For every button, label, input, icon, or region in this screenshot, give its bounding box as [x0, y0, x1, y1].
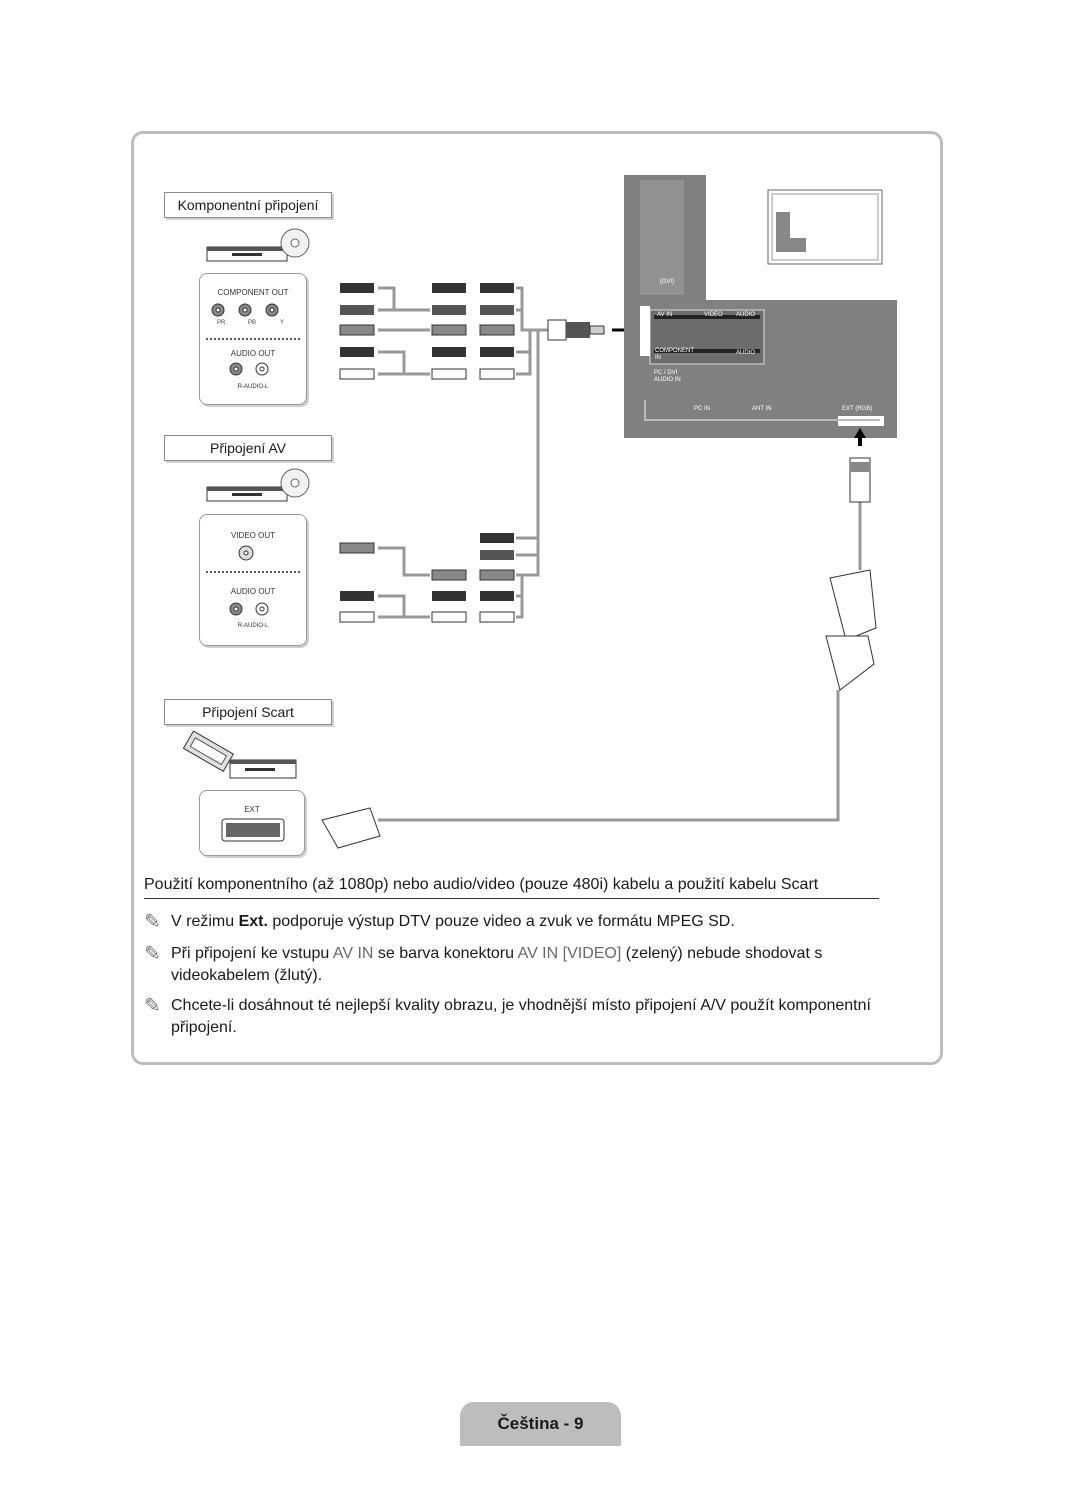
note-pencil-icon: ✎: [144, 995, 161, 1017]
audio-out-label: AUDIO OUT: [230, 349, 276, 358]
divider: [206, 338, 300, 340]
tv-hdmi-dvi-label: (DVI): [660, 279, 674, 285]
note-2: ✎ Při připojení ke vstupu AV IN se barva…: [144, 943, 823, 984]
y-label: Y: [280, 320, 285, 326]
content-panel: [131, 131, 943, 1065]
r-audio-l-label: R-AUDIO-L: [237, 384, 269, 390]
pb-label: PB: [248, 320, 257, 326]
tv-av-in-label: AV IN: [657, 312, 673, 318]
tv-pc-dvi-audio-in-label: PC / DVI AUDIO IN: [654, 370, 681, 383]
audio-out-label: AUDIO OUT: [230, 587, 276, 596]
page-number-label: Čeština - 9: [497, 1414, 584, 1433]
av-in-video-term: AV IN [VIDEO]: [517, 945, 622, 962]
scart-port-icon: [221, 818, 285, 842]
vcr-scart-icon: [182, 730, 297, 779]
ext-rgb-cable: [321, 428, 877, 849]
tv-ext-rgb-label: EXT (RGB): [842, 406, 873, 412]
cables: [378, 286, 862, 822]
component-out-panel: COMPONENT OUT PR PB Y AUDIO OUT R-AUDIO-…: [199, 273, 307, 405]
tv-audio-label: AUDIO: [736, 312, 756, 318]
tv-component-in-label: COMPONENT IN: [655, 348, 694, 361]
av-connection-text: Připojení AV: [209, 440, 286, 456]
tv-audio-label-2: AUDIO: [736, 350, 756, 356]
tv-wall-mount-icon: [767, 189, 883, 265]
tv-rear-panel: [624, 175, 897, 438]
component-connection-text: Komponentní připojení: [177, 197, 319, 213]
note-pencil-icon: ✎: [144, 943, 161, 965]
tv-video-label: VIDEO: [704, 312, 723, 318]
rca-jacks: [211, 303, 279, 616]
video-out-label: VIDEO OUT: [230, 531, 275, 540]
dvd-player-icon: [206, 468, 310, 502]
section-heading: Použití komponentního (až 1080p) nebo au…: [144, 876, 879, 899]
ext-label: EXT: [244, 805, 260, 814]
tv-ant-in-label: ANT IN: [752, 406, 772, 412]
note-3: ✎ Chcete-li dosáhnout té nejlepší kvalit…: [144, 995, 871, 1036]
ext-mode-term: Ext.: [238, 913, 268, 930]
av-in-term: AV IN: [332, 945, 374, 962]
pr-label: PR: [217, 320, 226, 326]
av-out-panel: VIDEO OUT AUDIO OUT R-AUDIO-L: [199, 514, 307, 646]
r-audio-l-label: R-AUDIO-L: [237, 623, 269, 629]
divider: [206, 571, 300, 573]
av-adapter-icon: [547, 319, 636, 341]
component-out-label: COMPONENT OUT: [217, 288, 289, 297]
tv-pc-in-label: PC IN: [694, 406, 711, 412]
component-connection-label: Komponentní připojení: [164, 192, 332, 218]
note-1: ✎ V režimu Ext. podporuje výstup DTV pou…: [144, 911, 735, 933]
page-footer-tab: Čeština - 9: [460, 1402, 621, 1446]
scart-connection-text: Připojení Scart: [202, 704, 294, 720]
note-pencil-icon: ✎: [144, 911, 161, 933]
av-connection-label: Připojení AV: [164, 435, 332, 461]
scart-connection-label: Připojení Scart: [164, 699, 332, 725]
rca-plugs: [339, 283, 515, 623]
dvd-player-icon: [206, 228, 310, 262]
